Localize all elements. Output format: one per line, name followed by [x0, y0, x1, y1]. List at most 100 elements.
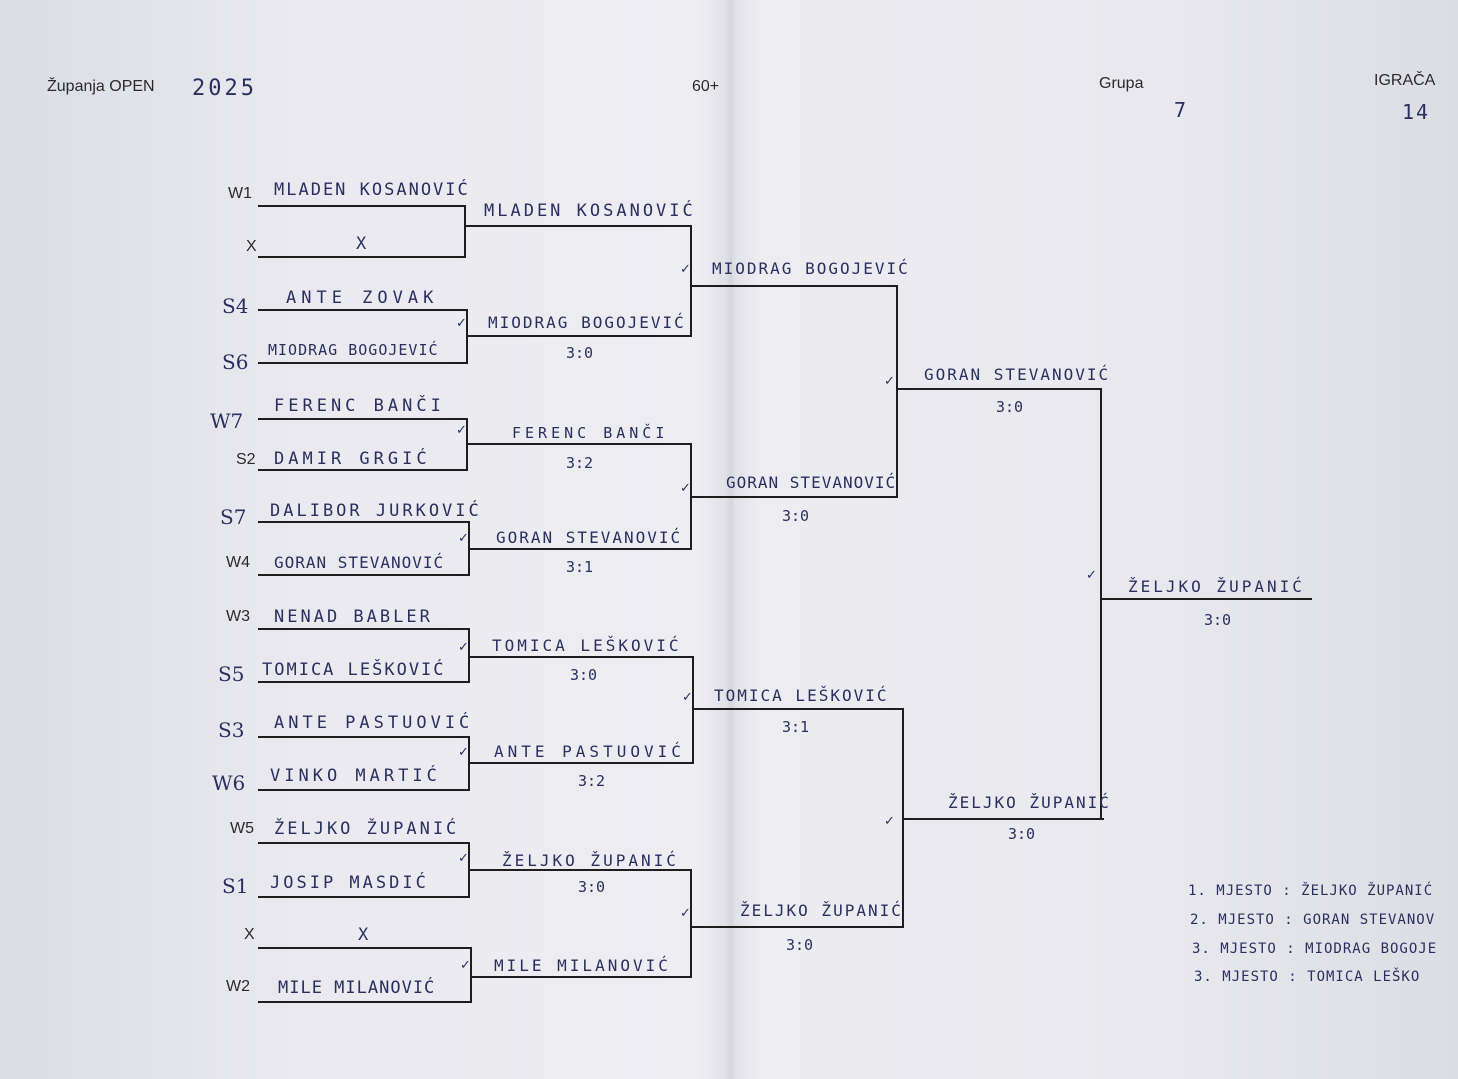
bracket-line [258, 256, 466, 258]
bracket-line [468, 628, 470, 683]
seed-label: S5 [218, 662, 245, 686]
bracket-line [470, 762, 694, 764]
player-name: MILE MILANOVIĆ [494, 956, 671, 975]
match-score: 3:0 [786, 936, 814, 954]
seed-label: W4 [226, 554, 250, 571]
winner-tick: ✓ [682, 690, 693, 705]
player-name: X [356, 234, 369, 254]
bracket-line [692, 656, 694, 764]
bracket-line [470, 656, 694, 658]
seed-label: X [244, 926, 255, 943]
result-line: 3. MJESTO : MIODRAG BOGOJE [1192, 941, 1438, 957]
match-score: 3:0 [996, 398, 1024, 416]
seed-label: S6 [222, 350, 249, 374]
player-name: MIODRAG BOGOJEVIĆ [712, 259, 910, 278]
player-name: MIODRAG BOGOJEVIĆ [268, 341, 439, 359]
bracket-line [258, 947, 470, 949]
player-name: ŽELJKO ŽUPANIĆ [740, 901, 903, 920]
winner-tick: ✓ [884, 374, 895, 389]
winner-tick: ✓ [458, 851, 469, 866]
group-label: Grupa [1099, 75, 1144, 92]
bracket-line [896, 285, 898, 498]
bracket-line [690, 443, 692, 550]
winner-tick: ✓ [680, 906, 691, 921]
player-name: GORAN STEVANOVIĆ [496, 528, 683, 547]
players-value: 14 [1402, 100, 1431, 124]
bracket-line [904, 818, 1104, 820]
result-line: 3. MJESTO : TOMICA LEŠKO [1194, 969, 1421, 985]
event-title: Županja OPEN [47, 78, 155, 95]
match-score: 3:2 [566, 454, 594, 472]
seed-label: W7 [210, 409, 244, 433]
match-score: 3:1 [566, 558, 594, 576]
bracket-line [258, 789, 470, 791]
seed-label: X [246, 238, 257, 255]
bracket-line [258, 205, 466, 207]
seed-label: S1 [222, 874, 249, 898]
bracket-line [470, 869, 692, 871]
bracket-line [466, 225, 692, 227]
bracket-line [898, 388, 1100, 390]
bracket-line [470, 548, 692, 550]
winner-tick: ✓ [456, 423, 467, 438]
player-name: GORAN STEVANOVIĆ [726, 473, 897, 492]
bracket-line [258, 574, 470, 576]
player-name: DALIBOR JURKOVIĆ [270, 501, 482, 521]
player-name: MLADEN KOSANOVIĆ [274, 180, 470, 200]
bracket-line [258, 1001, 472, 1003]
bracket-line [258, 521, 468, 523]
player-name: ANTE PASTUOVIĆ [274, 713, 474, 733]
winner-tick: ✓ [1086, 568, 1097, 583]
bracket-line [258, 842, 470, 844]
bracket-line [694, 708, 902, 710]
seed-label: S3 [218, 718, 245, 742]
bracket-line [690, 869, 692, 978]
bracket-line [258, 736, 470, 738]
player-name: GORAN STEVANOVIĆ [924, 365, 1111, 384]
player-name: MIODRAG BOGOJEVIĆ [488, 313, 686, 332]
bracket-line [258, 896, 470, 898]
bracket-line [690, 225, 692, 337]
player-name: MILE MILANOVIĆ [278, 978, 436, 998]
player-name: ANTE PASTUOVIĆ [494, 742, 685, 761]
player-name: VINKO MARTIĆ [270, 766, 441, 786]
winner-tick: ✓ [458, 531, 469, 546]
bracket-line [258, 418, 468, 420]
paper-fold [726, 0, 736, 1079]
player-name: FERENC BANČI [512, 424, 669, 442]
bracket-line [258, 628, 470, 630]
winner-tick: ✓ [458, 640, 469, 655]
winner-tick: ✓ [460, 958, 471, 973]
seed-label: W6 [212, 771, 246, 795]
player-name: DAMIR GRGIĆ [274, 449, 431, 469]
group-value: 7 [1174, 98, 1189, 122]
player-name: TOMICA LEŠKOVIĆ [262, 660, 446, 680]
bracket-line [464, 205, 466, 258]
bracket-line [902, 708, 904, 928]
match-score: 3:1 [782, 718, 810, 736]
player-name: JOSIP MASDIĆ [270, 873, 429, 893]
bracket-line [468, 443, 692, 445]
match-score: 3:0 [1008, 825, 1036, 843]
champion-name: ŽELJKO ŽUPANIĆ [1128, 577, 1305, 596]
category-label: 60+ [692, 78, 720, 95]
seed-label: W1 [228, 185, 252, 202]
player-name: TOMICA LEŠKOVIĆ [714, 686, 889, 705]
player-name: ANTE ZOVAK [286, 288, 439, 308]
player-name: MLADEN KOSANOVIĆ [484, 201, 696, 221]
winner-tick: ✓ [884, 814, 895, 829]
winner-tick: ✓ [458, 745, 469, 760]
players-label: IGRAČA [1374, 72, 1436, 89]
bracket-line [468, 842, 470, 898]
seed-label: W2 [226, 978, 250, 995]
bracket-line [258, 469, 468, 471]
bracket-line [468, 736, 470, 791]
bracket-line [466, 418, 468, 471]
winner-tick: ✓ [680, 262, 691, 277]
winner-tick: ✓ [680, 481, 691, 496]
player-name: FERENC BANČI [274, 396, 445, 416]
bracket-line [258, 362, 468, 364]
bracket-line [692, 926, 904, 928]
player-name: NENAD BABLER [274, 607, 433, 627]
